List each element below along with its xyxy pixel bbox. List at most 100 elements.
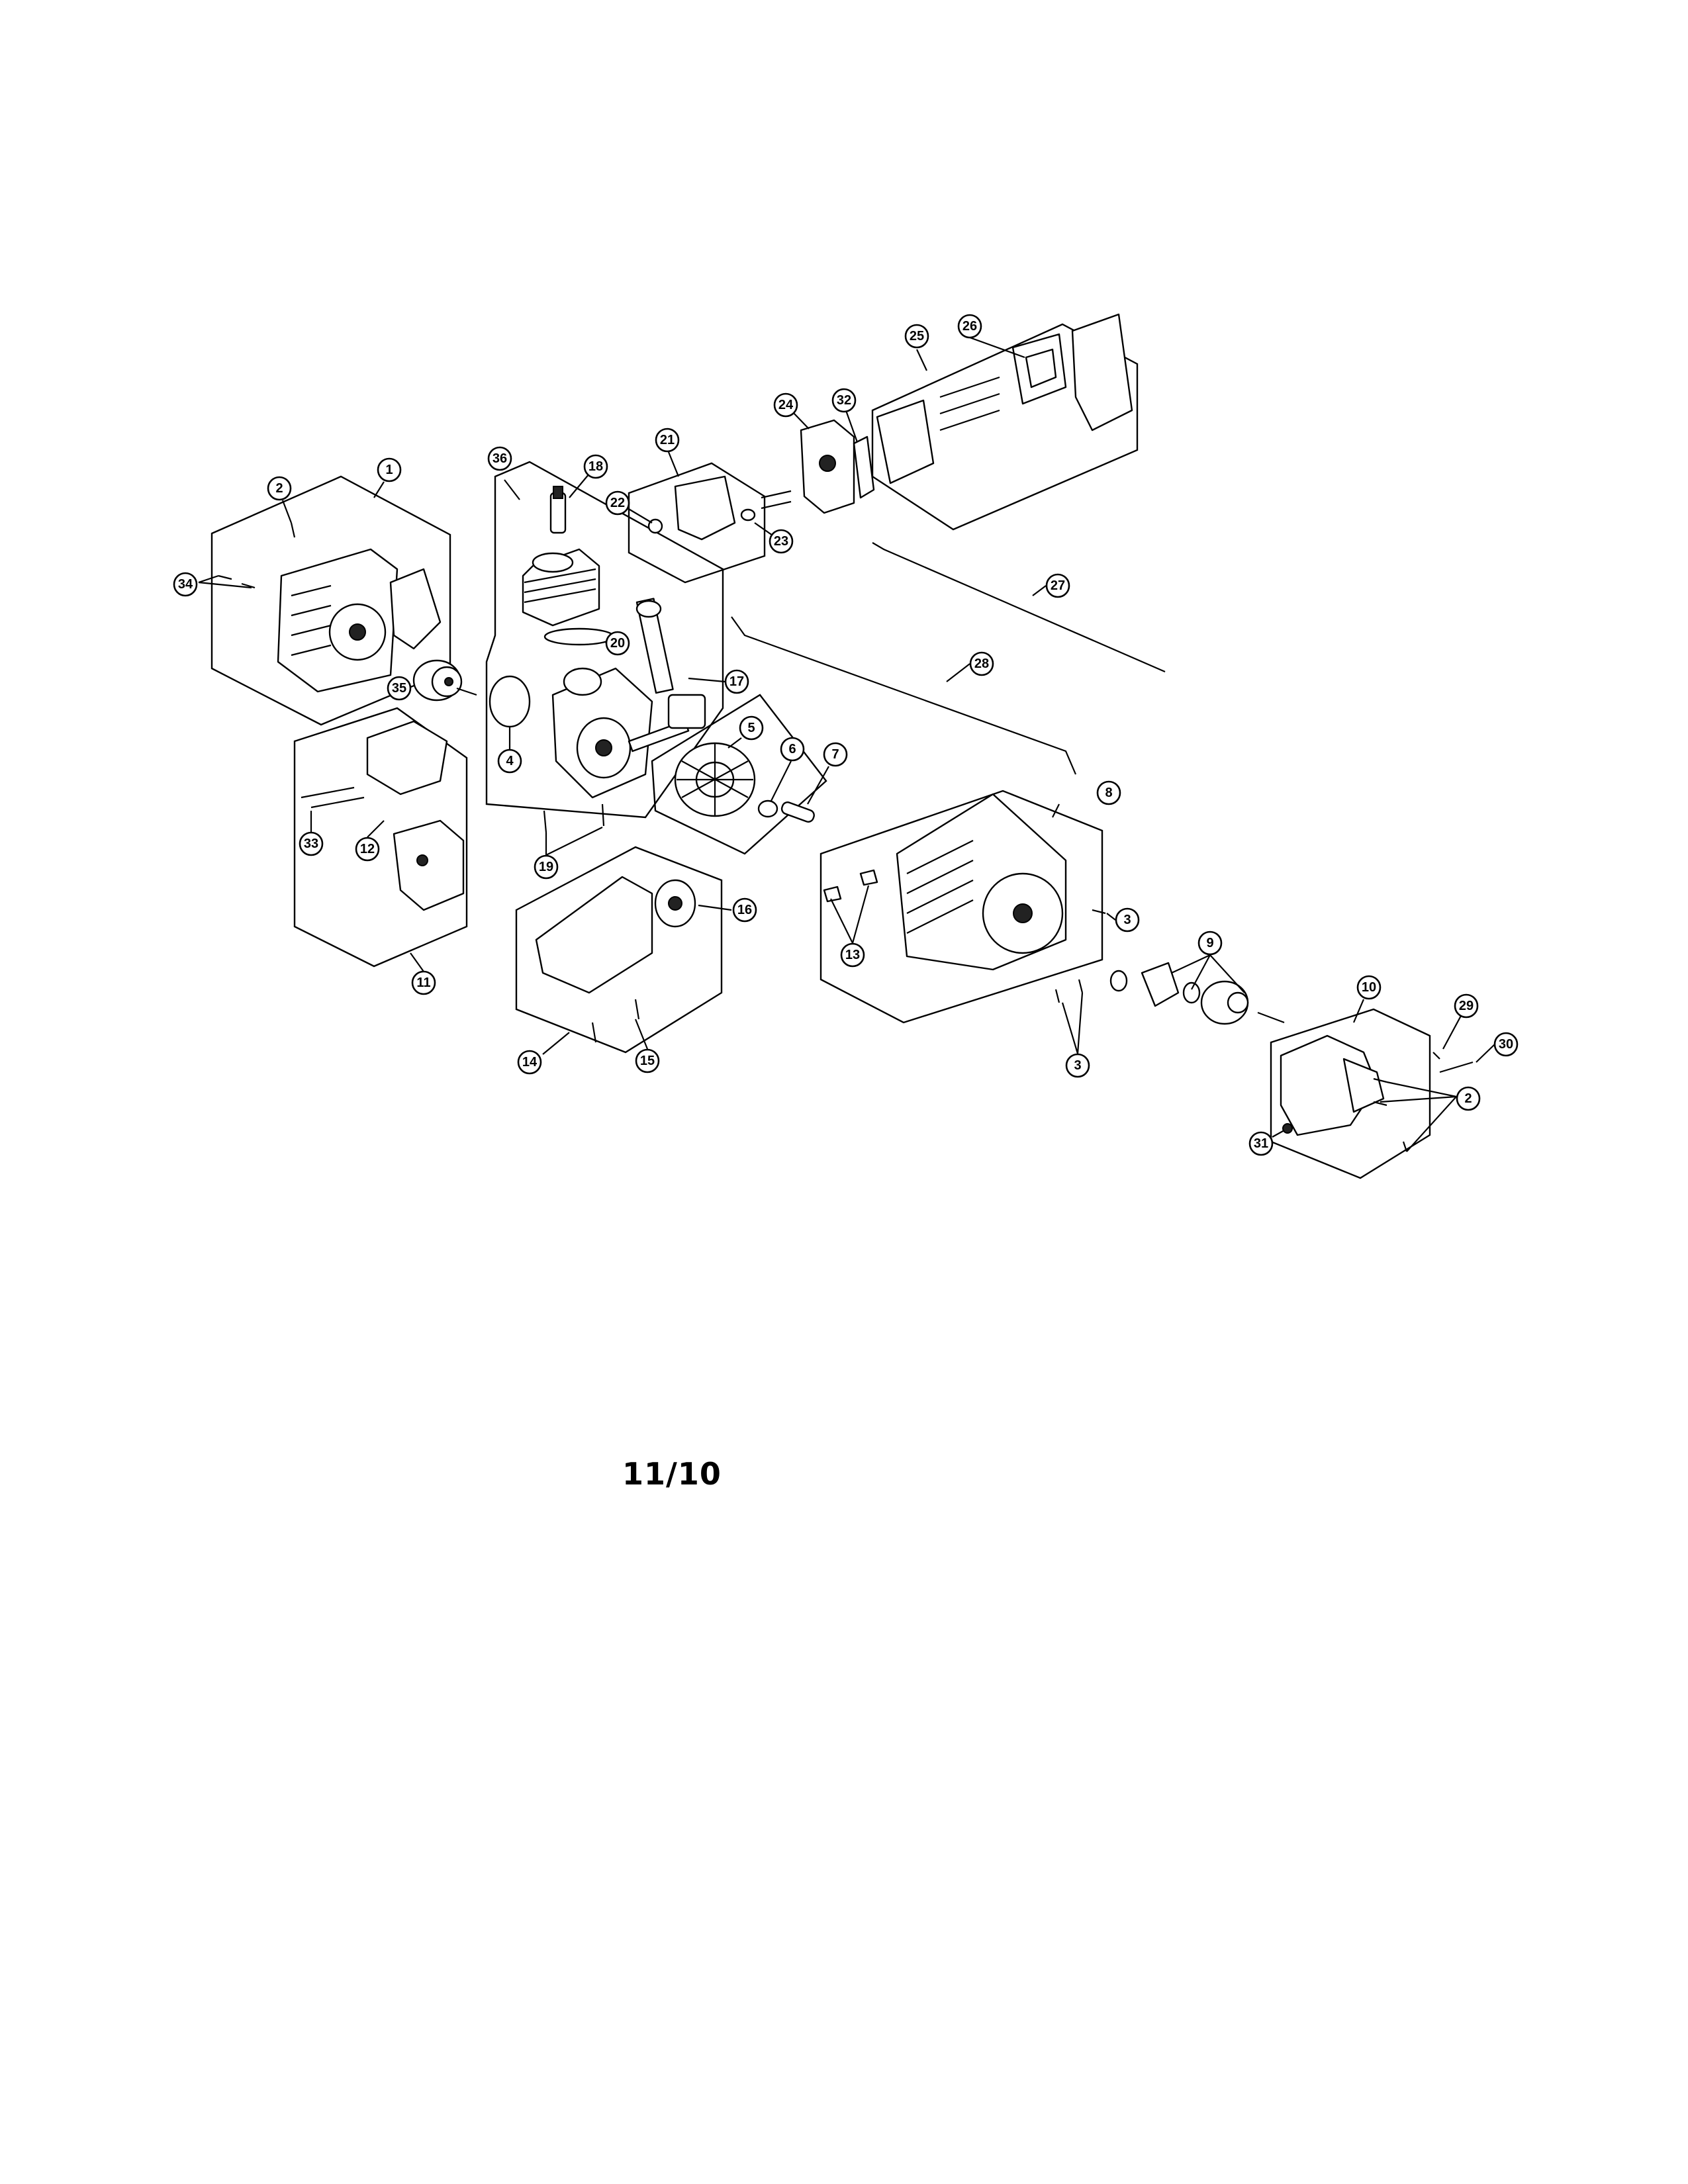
group-outline-flywheel [651, 694, 827, 855]
callout-2-gearhead: 2 [1456, 1086, 1481, 1111]
muffler-part [301, 720, 465, 911]
screw-2-part [290, 522, 296, 538]
callout-36: 36 [487, 446, 512, 471]
callout-10: 10 [1356, 975, 1382, 1000]
callout-20: 20 [605, 631, 630, 656]
callout-21: 21 [655, 428, 680, 453]
bolts-19-part [543, 803, 605, 833]
callout-36-label: 36 [492, 451, 507, 466]
callout-29-label: 29 [1459, 999, 1474, 1013]
callout-21-label: 21 [660, 433, 675, 447]
callout-15-label: 15 [640, 1054, 655, 1068]
callouts: 1 2 2 3 3 4 5 6 7 8 9 10 11 12 13 14 15 … [173, 314, 1519, 1156]
callout-17: 17 [724, 669, 749, 694]
fan-housing-part [535, 876, 696, 1043]
callout-35-label: 35 [392, 681, 406, 696]
engine-housing-part [277, 548, 442, 693]
callout-13: 13 [840, 942, 865, 968]
flywheel-part [674, 742, 756, 817]
clips-13-part [823, 869, 878, 903]
ignition-coil-part [635, 598, 706, 729]
callout-11: 11 [411, 970, 436, 995]
callout-28-label: 28 [974, 657, 989, 671]
group-outline-starter [820, 790, 1103, 1024]
crankcase-part [551, 667, 690, 799]
callout-8-label: 8 [1105, 786, 1112, 800]
callout-34-label: 34 [178, 577, 193, 592]
nut-31-part [1282, 1123, 1293, 1134]
callout-32: 32 [831, 388, 857, 413]
callout-14: 14 [517, 1050, 542, 1075]
callout-30: 30 [1493, 1032, 1519, 1057]
group-outlines [211, 323, 1431, 1179]
callout-5: 5 [739, 715, 764, 741]
callout-7-label: 7 [831, 747, 839, 762]
callout-6-label: 6 [788, 742, 796, 756]
clutch-part [1109, 962, 1249, 1025]
callout-34: 34 [173, 572, 198, 597]
screw-34-part [218, 574, 256, 589]
callout-18-label: 18 [588, 459, 603, 474]
callout-28: 28 [969, 651, 994, 676]
washer-6-part [757, 799, 778, 818]
callout-17-label: 17 [729, 674, 744, 689]
callout-1: 1 [377, 457, 402, 482]
gasket-4-part [489, 675, 531, 728]
callout-8: 8 [1096, 780, 1121, 805]
callout-4: 4 [497, 749, 522, 774]
callout-35: 35 [387, 676, 412, 701]
throttle-cable-28-part [731, 616, 1077, 775]
intake-manifold-part [647, 475, 792, 541]
part-illustrations [218, 313, 1474, 1152]
callout-20-label: 20 [610, 636, 625, 651]
starter-pulley-part [412, 659, 463, 702]
callout-25: 25 [904, 324, 929, 349]
callout-3-right: 3 [1115, 907, 1140, 933]
callout-4-label: 4 [506, 754, 514, 768]
callout-19-label: 19 [539, 860, 553, 874]
group-outline-muffler [293, 707, 468, 968]
callout-13-label: 13 [845, 948, 860, 962]
callout-24: 24 [773, 392, 798, 418]
callout-9-label: 9 [1206, 936, 1213, 950]
callout-27: 27 [1045, 573, 1070, 598]
callout-27-label: 27 [1051, 578, 1065, 593]
callout-7: 7 [823, 742, 848, 767]
callout-24-label: 24 [778, 398, 794, 412]
callout-23: 23 [769, 529, 794, 554]
gear-head-part [1257, 1011, 1385, 1136]
o-ring-20-part [543, 627, 615, 646]
callout-3-bottom: 3 [1065, 1053, 1090, 1078]
callout-22-label: 22 [610, 496, 625, 510]
callout-26-label: 26 [962, 319, 977, 334]
callout-10-label: 10 [1362, 980, 1376, 995]
group-outline-intake [628, 462, 766, 584]
cylinder-part [522, 486, 600, 627]
callout-19: 19 [534, 854, 559, 880]
group-outline-cylinder [485, 461, 724, 819]
callout-3-right-label: 3 [1123, 913, 1131, 927]
callout-12-label: 12 [360, 842, 375, 856]
callout-3-bottom-label: 3 [1074, 1058, 1081, 1073]
callout-33: 33 [299, 831, 324, 856]
callout-32-label: 32 [837, 393, 851, 408]
callout-12: 12 [355, 837, 380, 862]
callout-11-label: 11 [416, 976, 430, 990]
callout-25-label: 25 [910, 329, 924, 343]
group-outline-fan-housing [515, 846, 723, 1054]
callout-33-label: 33 [304, 837, 318, 851]
callout-5-label: 5 [747, 721, 755, 735]
callout-31: 31 [1248, 1131, 1274, 1156]
callout-18: 18 [583, 454, 608, 479]
callout-14-label: 14 [522, 1055, 538, 1069]
callout-2-top: 2 [267, 476, 292, 501]
callout-9: 9 [1197, 931, 1223, 956]
callout-2-top-label: 2 [275, 481, 283, 496]
air-filter-part [876, 313, 1133, 484]
callout-23-label: 23 [774, 534, 788, 549]
screws-2-gearhead-part [1373, 1077, 1408, 1152]
screws-3-part [1055, 909, 1106, 1003]
callout-30-label: 30 [1499, 1037, 1513, 1052]
pin-7-part [780, 801, 815, 823]
